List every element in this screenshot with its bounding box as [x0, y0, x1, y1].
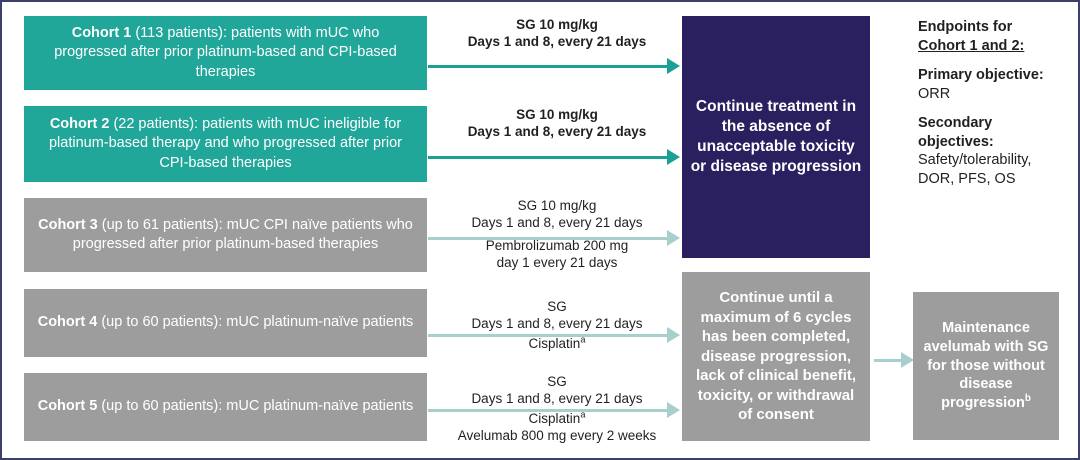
outcome-maintenance-text: Maintenance avelumab with SG for those w…: [921, 319, 1051, 413]
cohort-4-text: Cohort 4 (up to 60 patients): mUC platin…: [38, 313, 414, 332]
arrow-shaft: [428, 408, 667, 412]
arrow-shaft: [874, 358, 901, 362]
cohort-box-1: Cohort 1 (113 patients): patients with m…: [24, 16, 427, 90]
arrow-cohort-5-to-continue-until: [428, 402, 680, 418]
cohort-3-detail: (up to 61 patients): mUC CPI naïve patie…: [72, 216, 413, 252]
cohort-box-5: Cohort 5 (up to 60 patients): mUC platin…: [24, 373, 427, 441]
arrow-head: [667, 58, 680, 74]
cohort-1-detail: (113 patients): patients with mUC who pr…: [54, 25, 397, 80]
regimen-cohort-5-line2: Days 1 and 8, every 21 days: [471, 391, 643, 407]
cohort-box-3: Cohort 3 (up to 61 patients): mUC CPI na…: [24, 198, 427, 272]
footnote-marker-b: b: [1024, 393, 1031, 405]
arrow-shaft: [428, 236, 667, 240]
arrow-shaft: [428, 333, 667, 337]
cohort-5-text: Cohort 5 (up to 60 patients): mUC platin…: [38, 397, 414, 416]
regimen-cohort-3-below: Pembrolizumab 200 mg day 1 every 21 days: [432, 237, 682, 272]
regimen-cohort-3-line2: Days 1 and 8, every 21 days: [471, 215, 643, 231]
arrow-cohort-1-to-continue: [428, 58, 680, 74]
regimen-cohort-3-line3: Pembrolizumab 200 mg: [485, 238, 629, 253]
regimen-cohort-2-line1: SG 10 mg/kg: [516, 107, 598, 122]
regimen-cohort-1: SG 10 mg/kg Days 1 and 8, every 21 days: [432, 16, 682, 51]
primary-objective-value: ORR: [918, 85, 951, 102]
regimen-cohort-5-line4: Avelumab 800 mg every 2 weeks: [457, 428, 657, 444]
outcome-box-maintenance: Maintenance avelumab with SG for those w…: [913, 292, 1059, 440]
regimen-cohort-2-line2: Days 1 and 8, every 21 days: [467, 124, 647, 140]
secondary-objectives-value: Safety/tolerability, DOR, PFS, OS: [918, 152, 1032, 187]
outcome-continue-treatment-text: Continue treatment in the absence of una…: [690, 97, 862, 176]
cohort-2-label: Cohort 2: [49, 116, 110, 133]
arrow-continue-until-to-maintenance: [874, 352, 914, 368]
regimen-cohort-5-line1: SG: [547, 374, 567, 389]
regimen-cohort-3-above: SG 10 mg/kg Days 1 and 8, every 21 days: [432, 197, 682, 232]
outcome-continue-until-text: Continue until a maximum of 6 cycles has…: [695, 289, 857, 424]
endpoints-title: Endpoints for: [918, 19, 1013, 35]
arrow-cohort-4-to-continue-until: [428, 327, 680, 343]
arrow-shaft: [428, 64, 667, 68]
regimen-cohort-4-above: SG Days 1 and 8, every 21 days: [432, 298, 682, 333]
regimen-cohort-4-line2: Days 1 and 8, every 21 days: [471, 316, 643, 332]
regimen-cohort-4-line3: Cisplatina: [432, 335, 682, 352]
regimen-cohort-1-line1: SG 10 mg/kg: [516, 17, 598, 32]
cohort-box-2: Cohort 2 (22 patients): patients with mU…: [24, 106, 427, 182]
cohort-1-text: Cohort 1 (113 patients): patients with m…: [34, 24, 417, 82]
regimen-cohort-5-above: SG Days 1 and 8, every 21 days: [432, 373, 682, 408]
regimen-cohort-2: SG 10 mg/kg Days 1 and 8, every 21 days: [432, 106, 682, 141]
regimen-cohort-5-line3: Cisplatina: [432, 410, 682, 427]
outcome-box-continue-treatment: Continue treatment in the absence of una…: [682, 16, 870, 258]
cohort-5-detail: (up to 60 patients): mUC platinum-naïve …: [97, 398, 414, 415]
endpoints-subtitle: Cohort 1 and 2:: [918, 37, 1025, 54]
cohort-box-4: Cohort 4 (up to 60 patients): mUC platin…: [24, 289, 427, 357]
arrow-head: [667, 230, 680, 246]
regimen-cohort-4-below: Cisplatina: [432, 335, 682, 352]
arrow-head: [667, 149, 680, 165]
arrow-cohort-2-to-continue: [428, 149, 680, 165]
arrow-shaft: [428, 155, 667, 159]
cohort-3-label: Cohort 3: [38, 216, 98, 233]
endpoints-panel: Endpoints for Cohort 1 and 2: Primary ob…: [918, 18, 1070, 188]
arrow-head: [667, 327, 680, 343]
cohort-2-detail: (22 patients): patients with mUC ineligi…: [48, 116, 403, 171]
regimen-cohort-4-cisplatin: Cisplatin: [528, 336, 581, 351]
outcome-maintenance-label: Maintenance avelumab with SG for those w…: [923, 319, 1049, 412]
cohort-4-detail: (up to 60 patients): mUC platinum-naïve …: [97, 314, 414, 331]
regimen-cohort-4-line1: SG: [547, 299, 567, 314]
regimen-cohort-1-line2: Days 1 and 8, every 21 days: [467, 34, 647, 50]
footnote-marker-a: a: [580, 409, 586, 420]
regimen-cohort-3-line1: SG 10 mg/kg: [517, 198, 597, 213]
outcome-box-continue-until: Continue until a maximum of 6 cycles has…: [682, 272, 870, 441]
footnote-marker-a: a: [580, 334, 586, 345]
secondary-objectives-heading: Secondary objectives:: [918, 115, 994, 150]
regimen-cohort-3-line4: day 1 every 21 days: [496, 255, 618, 271]
regimen-cohort-5-below: Cisplatina Avelumab 800 mg every 2 weeks: [432, 410, 682, 445]
arrow-head: [901, 352, 914, 368]
regimen-cohort-5-cisplatin: Cisplatin: [528, 411, 581, 426]
cohort-2-text: Cohort 2 (22 patients): patients with mU…: [34, 115, 417, 173]
arrow-cohort-3-to-continue: [428, 230, 680, 246]
arrow-head: [667, 402, 680, 418]
cohort-3-text: Cohort 3 (up to 61 patients): mUC CPI na…: [34, 216, 417, 255]
cohort-5-label: Cohort 5: [37, 398, 98, 415]
cohort-4-label: Cohort 4: [37, 314, 98, 331]
primary-objective-heading: Primary objective:: [918, 67, 1044, 84]
cohort-1-label: Cohort 1: [71, 25, 132, 42]
